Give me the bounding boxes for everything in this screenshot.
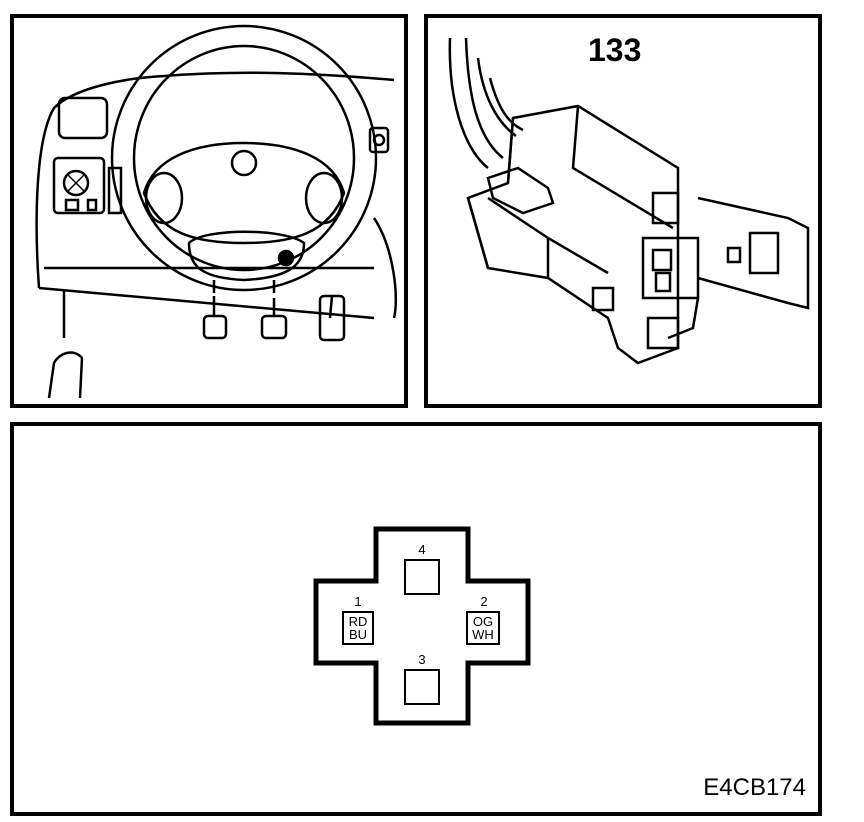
connector-face-outline xyxy=(313,526,531,726)
connector-illustration-panel: 133 xyxy=(424,14,822,408)
pin-3-cavity xyxy=(404,669,440,705)
connector-id-label: 133 xyxy=(588,32,642,68)
pin-2-wire-color-2: WH xyxy=(472,627,494,642)
pinout-diagram-panel: 4 1 RD BU 2 OG WH 3 E4CB174 xyxy=(10,422,822,816)
pin-1-wire-color-2: BU xyxy=(348,627,368,642)
pin-2-wire-color-1: OG xyxy=(472,614,494,629)
pin-1-number: 1 xyxy=(354,594,362,609)
dashboard-illustration xyxy=(35,24,398,399)
dashboard-location-panel xyxy=(10,14,408,408)
connector-illustration xyxy=(448,37,810,365)
pin-2-cavity: OG WH xyxy=(466,611,500,645)
pin-3-number: 3 xyxy=(418,652,426,667)
pin-1-cavity: RD BU xyxy=(342,611,374,645)
pin-4-number: 4 xyxy=(418,542,426,557)
figure-reference-code: E4CB174 xyxy=(703,774,806,801)
pin-4-cavity xyxy=(404,559,440,595)
pin-2-number: 2 xyxy=(480,594,488,609)
pin-1-wire-color-1: RD xyxy=(348,614,368,629)
